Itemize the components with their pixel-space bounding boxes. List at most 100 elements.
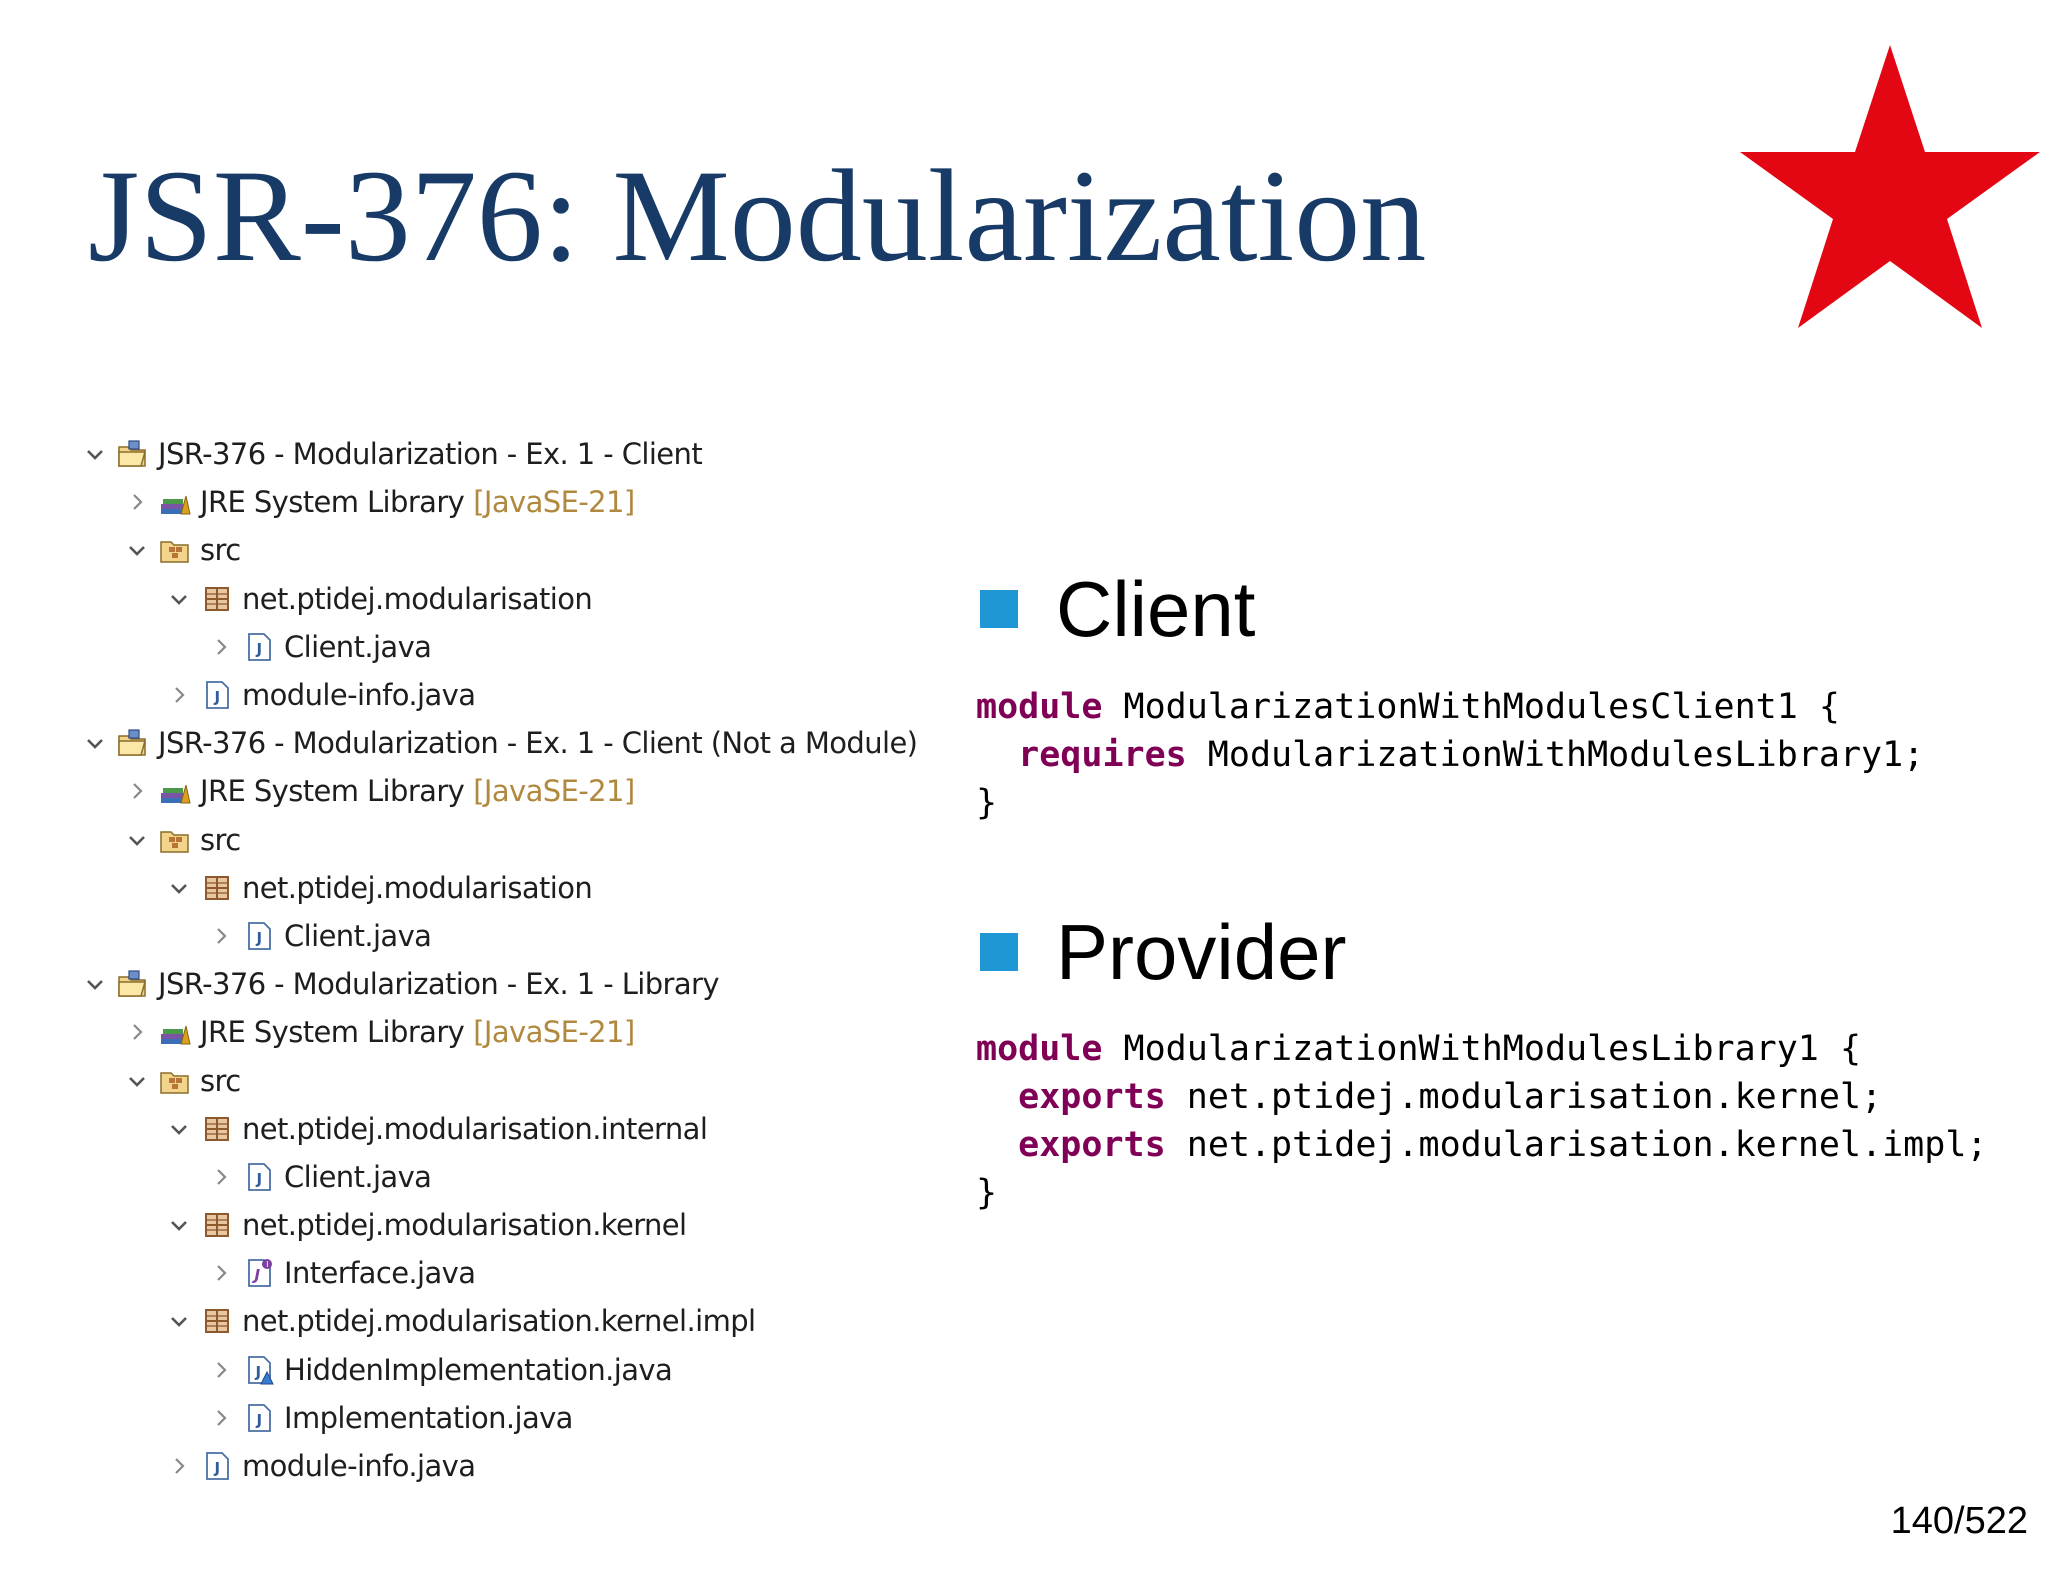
chevron-down-icon[interactable] [80, 728, 110, 758]
chevron-down-icon[interactable] [164, 1210, 194, 1240]
chevron-down-icon[interactable] [80, 439, 110, 469]
tree-item-label: Interface.java [284, 1256, 476, 1291]
java-file-icon: J [242, 1160, 276, 1194]
tree-item[interactable]: JRE System Library[JavaSE-21] [80, 478, 960, 526]
code-keyword: module [976, 687, 1103, 727]
code-text: ModularizationWithModulesLibrary1; [1186, 735, 1925, 775]
chevron-down-icon[interactable] [122, 1066, 152, 1096]
code-keyword: module [976, 1029, 1103, 1069]
chevron-down-icon[interactable] [164, 584, 194, 614]
tree-item[interactable]: JRE System Library[JavaSE-21] [80, 1008, 960, 1056]
code-keyword: exports [1018, 1125, 1166, 1165]
chevron-down-icon[interactable] [164, 1306, 194, 1336]
java-file-icon: J [200, 1449, 234, 1483]
java-file-icon: J [200, 678, 234, 712]
chevron-right-icon[interactable] [206, 632, 236, 662]
tree-item[interactable]: J HiddenImplementation.java [80, 1346, 960, 1394]
tree-item[interactable]: net.ptidej.modularisation [80, 575, 960, 623]
source-folder-icon [158, 1064, 192, 1098]
tree-item-label: src [200, 1063, 241, 1098]
tree-item-label: net.ptidej.modularisation [242, 870, 593, 905]
tree-item-label: module-info.java [242, 678, 476, 713]
code-line: exports net.ptidej.modularisation.kernel… [976, 1073, 1987, 1121]
code-line: } [976, 1169, 1987, 1217]
tree-item[interactable]: JRE System Library[JavaSE-21] [80, 767, 960, 815]
svg-text:J: J [256, 1411, 262, 1429]
package-icon [200, 1208, 234, 1242]
tree-item-label: JSR-376 - Modularization - Ex. 1 - Clien… [158, 726, 918, 761]
tree-item[interactable]: JSR-376 - Modularization - Ex. 1 - Libra… [80, 960, 960, 1008]
tree-item[interactable]: net.ptidej.modularisation.kernel.impl [80, 1297, 960, 1345]
chevron-right-icon[interactable] [206, 1355, 236, 1385]
tree-item-label: HiddenImplementation.java [284, 1352, 673, 1387]
source-folder-icon [158, 823, 192, 857]
chevron-right-icon[interactable] [122, 1017, 152, 1047]
svg-text:J: J [256, 640, 262, 658]
tree-item[interactable]: JSR-376 - Modularization - Ex. 1 - Clien… [80, 719, 960, 767]
bullet-square-icon [980, 590, 1018, 628]
code-text: ModularizationWithModulesLibrary1 { [1102, 1029, 1862, 1069]
slide-title: JSR-376: Modularization [88, 142, 1427, 289]
tree-item[interactable]: src [80, 1056, 960, 1104]
tree-item[interactable]: JSR-376 - Modularization - Ex. 1 - Clien… [80, 430, 960, 478]
project-folder-icon [116, 437, 150, 471]
tree-item[interactable]: net.ptidej.modularisation.internal [80, 1105, 960, 1153]
chevron-right-icon[interactable] [206, 1403, 236, 1433]
tree-item-label: net.ptidej.modularisation.kernel.impl [242, 1304, 756, 1339]
tree-item[interactable]: J Implementation.java [80, 1394, 960, 1442]
tree-item-label: JSR-376 - Modularization - Ex. 1 - Clien… [158, 437, 703, 472]
tree-item-label: JRE System Library [200, 774, 465, 809]
tree-item-label: Client.java [284, 1159, 432, 1194]
tree-item-label: Implementation.java [284, 1400, 573, 1435]
abstract-class-file-icon: J [242, 1353, 276, 1387]
chevron-down-icon[interactable] [122, 825, 152, 855]
bullet-square-icon [980, 933, 1018, 971]
code-text: ModularizationWithModulesClient1 { [1102, 687, 1840, 727]
page-number: 140/522 [1890, 1500, 2028, 1542]
tree-item[interactable]: src [80, 816, 960, 864]
tree-item-decoration: [JavaSE-21] [473, 485, 635, 520]
chevron-right-icon[interactable] [164, 680, 194, 710]
chevron-right-icon[interactable] [206, 1162, 236, 1192]
tree-item[interactable]: net.ptidej.modularisation [80, 864, 960, 912]
chevron-down-icon[interactable] [164, 873, 194, 903]
chevron-right-icon[interactable] [122, 487, 152, 517]
red-star-icon [1740, 45, 2040, 328]
code-line: module ModularizationWithModulesLibrary1… [976, 1025, 1987, 1073]
chevron-right-icon[interactable] [164, 1451, 194, 1481]
library-icon [158, 1015, 192, 1049]
svg-text:I: I [266, 1260, 268, 1269]
tree-item-label: JRE System Library [200, 1015, 465, 1050]
provider-code-block: module ModularizationWithModulesLibrary1… [976, 1025, 1987, 1217]
code-text [976, 1125, 1018, 1165]
package-icon [200, 1304, 234, 1338]
provider-bullet: Provider [980, 913, 1346, 991]
library-icon [158, 485, 192, 519]
chevron-down-icon[interactable] [122, 535, 152, 565]
tree-item-decoration: [JavaSE-21] [473, 1015, 635, 1050]
tree-item-label: src [200, 533, 241, 568]
code-text [976, 735, 1018, 775]
svg-text:J: J [214, 688, 220, 706]
tree-item-decoration: [JavaSE-21] [473, 774, 635, 809]
svg-text:J: J [255, 1363, 261, 1381]
chevron-down-icon[interactable] [164, 1114, 194, 1144]
tree-item[interactable]: net.ptidej.modularisation.kernel [80, 1201, 960, 1249]
svg-text:J: J [214, 1459, 220, 1477]
chevron-right-icon[interactable] [122, 776, 152, 806]
chevron-right-icon[interactable] [206, 921, 236, 951]
chevron-down-icon[interactable] [80, 969, 110, 999]
source-folder-icon [158, 533, 192, 567]
java-file-icon: J [242, 1401, 276, 1435]
chevron-right-icon[interactable] [206, 1258, 236, 1288]
tree-item[interactable]: src [80, 526, 960, 574]
code-line: requires ModularizationWithModulesLibrar… [976, 731, 1924, 779]
project-explorer-tree: JSR-376 - Modularization - Ex. 1 - Clien… [80, 430, 960, 1490]
code-text: } [976, 783, 998, 823]
